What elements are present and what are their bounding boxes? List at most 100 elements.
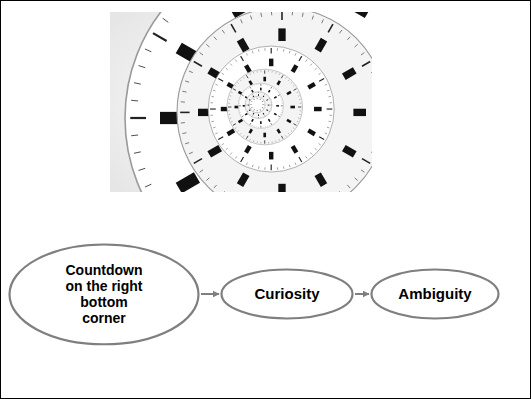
clock-tick (281, 136, 283, 139)
ellipse-shape (10, 244, 199, 344)
clock-tick (253, 97, 254, 99)
clock-tick (246, 110, 247, 111)
clock-tick (182, 132, 186, 134)
clock-tick (238, 108, 240, 109)
clock-tick (280, 96, 282, 97)
clock-tick (134, 152, 141, 153)
clock-tick (247, 111, 248, 113)
clock-tick (246, 89, 248, 91)
clock-tick (249, 107, 250, 108)
clock-ring (208, 46, 334, 172)
arrow-connector (201, 293, 219, 295)
clock-tick (145, 184, 151, 187)
clock-ring (238, 83, 283, 128)
clock-tick (213, 90, 215, 92)
clock-tick (262, 109, 263, 110)
hour-mark (253, 109, 255, 110)
clock-tick (261, 117, 262, 119)
clock-tick (251, 115, 253, 116)
clock-tick (258, 117, 259, 118)
hour-mark (276, 129, 281, 134)
hour-mark (258, 114, 260, 116)
clock-ring (245, 91, 272, 118)
spiral-clock (110, 12, 372, 192)
clock-tick (235, 156, 236, 158)
hour-mark (266, 99, 268, 101)
hour-mark (290, 106, 295, 109)
clock-tick (243, 135, 245, 136)
clock-tick (239, 110, 241, 111)
clock-tick (131, 135, 138, 137)
clock-tick (228, 107, 231, 108)
clock-tick (263, 108, 265, 109)
clock-tick (257, 96, 258, 97)
clock-tick (295, 163, 296, 165)
clock-tick (268, 97, 269, 98)
clock-tick (293, 127, 294, 129)
clock-tick (251, 94, 253, 95)
clock-tick (251, 99, 252, 100)
hour-mark (258, 94, 260, 96)
clock-tick (245, 101, 247, 102)
clock-tick (233, 124, 236, 126)
clock-tick (239, 99, 241, 100)
clock-tick (200, 53, 203, 55)
clock-tick (261, 110, 262, 111)
clock-tick (262, 99, 263, 100)
clock-tick (289, 165, 291, 167)
clock-tick (271, 12, 272, 15)
clock-tick (265, 94, 266, 95)
clock-ring (125, 12, 372, 192)
clock-tick (319, 143, 321, 144)
clock-tick (139, 66, 146, 68)
clock-tick (254, 92, 255, 94)
clock-tick (257, 91, 258, 93)
clock-tick (250, 108, 252, 109)
clock-tick (264, 115, 266, 116)
hour-mark (253, 99, 255, 100)
ellipse-node: Ambiguity (370, 268, 500, 320)
clock-tick (264, 104, 266, 105)
clock-tick (250, 100, 252, 101)
clock-ring (177, 12, 372, 192)
hour-mark (176, 172, 200, 192)
clock-tick (246, 53, 247, 55)
clock-face (249, 96, 265, 112)
clock-tick (247, 98, 248, 100)
clock-tick (210, 115, 213, 116)
clock-tick (285, 135, 287, 136)
clock-tick (230, 95, 231, 96)
hour-mark (256, 110, 258, 112)
clock-tick (214, 185, 217, 188)
clock-tick (271, 164, 272, 170)
node-label: Ambiguity (398, 285, 471, 302)
clock-tick (267, 84, 268, 86)
clock-tick (325, 84, 327, 85)
clock-tick (243, 77, 245, 78)
clock-tick (242, 116, 244, 117)
clock-tick (257, 117, 258, 119)
clock-tick (255, 92, 256, 94)
clock-face (227, 69, 303, 145)
clock-tick (281, 110, 283, 111)
clock-tick (260, 13, 262, 17)
clock-tick (270, 108, 272, 109)
clock-tick (231, 24, 236, 32)
hour-mark (260, 121, 262, 124)
clock-tick (256, 96, 257, 97)
clock-tick (285, 77, 287, 78)
clock-tick (262, 117, 263, 119)
clock-tick (249, 95, 250, 96)
clock-tick (255, 117, 256, 119)
clock-tick (253, 110, 254, 112)
clock-tick (252, 165, 254, 167)
hour-mark (291, 145, 299, 154)
clock-tick (231, 121, 232, 123)
clock-tick (275, 140, 276, 141)
clock-tick (299, 114, 300, 115)
clock-tick (261, 98, 262, 99)
hour-mark (276, 80, 281, 85)
hour-mark (263, 113, 265, 115)
hour-mark (268, 104, 270, 106)
